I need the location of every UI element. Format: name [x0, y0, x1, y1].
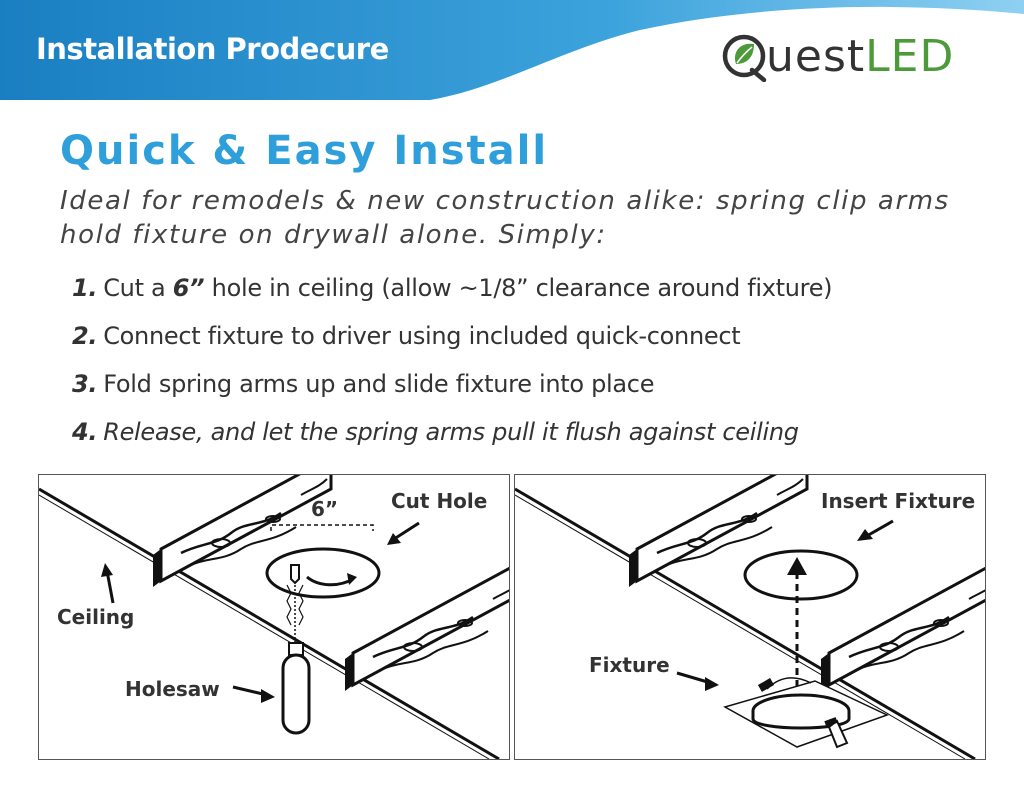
ceiling-label: Ceiling — [57, 605, 135, 629]
step-number: 1. — [72, 274, 98, 302]
holesaw-label: Holesaw — [125, 677, 220, 701]
banner-title: Installation Prodecure — [36, 32, 389, 66]
step-item: 2.Connect fixture to driver using includ… — [72, 312, 832, 360]
diagram-insert-fixture: Insert Fixture Fixture — [514, 474, 986, 760]
step-text: Connect fixture to driver using included… — [103, 322, 741, 350]
insert-fixture-illustration — [515, 475, 985, 759]
step-text-after: hole in ceiling (allow ~1/8” clearance a… — [204, 274, 833, 302]
leaf-logo-icon — [722, 34, 767, 82]
step-text: Release, and let the spring arms pull it… — [103, 418, 799, 446]
cut-hole-label: Cut Hole — [391, 489, 488, 513]
step-item: 4.Release, and let the spring arms pull … — [72, 408, 832, 456]
dimension-label: 6” — [311, 497, 339, 521]
step-number: 4. — [72, 418, 98, 446]
main-title: Quick & Easy Install — [60, 128, 549, 174]
step-text-before: Cut a — [103, 274, 173, 302]
step-emphasis: 6” — [172, 274, 205, 302]
intro-text: Ideal for remodels & new construction al… — [60, 186, 950, 250]
diagram-cut-hole: 6” Cut Hole Ceiling Holesaw — [38, 474, 510, 760]
step-item: 1.Cut a 6” hole in ceiling (allow ~1/8” … — [72, 264, 833, 312]
header-banner — [0, 0, 1024, 100]
step-number: 2. — [72, 322, 98, 350]
logo-text-green: LED — [865, 31, 955, 82]
fixture-label: Fixture — [589, 653, 670, 677]
logo-wordmark: uestLED — [766, 32, 954, 82]
steps-list: 1.Cut a 6” hole in ceiling (allow ~1/8” … — [72, 264, 833, 456]
step-number: 3. — [72, 370, 98, 398]
questled-logo: uestLED — [722, 26, 954, 82]
step-text: Fold spring arms up and slide fixture in… — [103, 370, 655, 398]
insert-fixture-label: Insert Fixture — [821, 489, 976, 513]
cut-hole-illustration — [39, 475, 509, 759]
logo-text-dark: uest — [766, 31, 866, 82]
step-item: 3.Fold spring arms up and slide fixture … — [72, 360, 832, 408]
